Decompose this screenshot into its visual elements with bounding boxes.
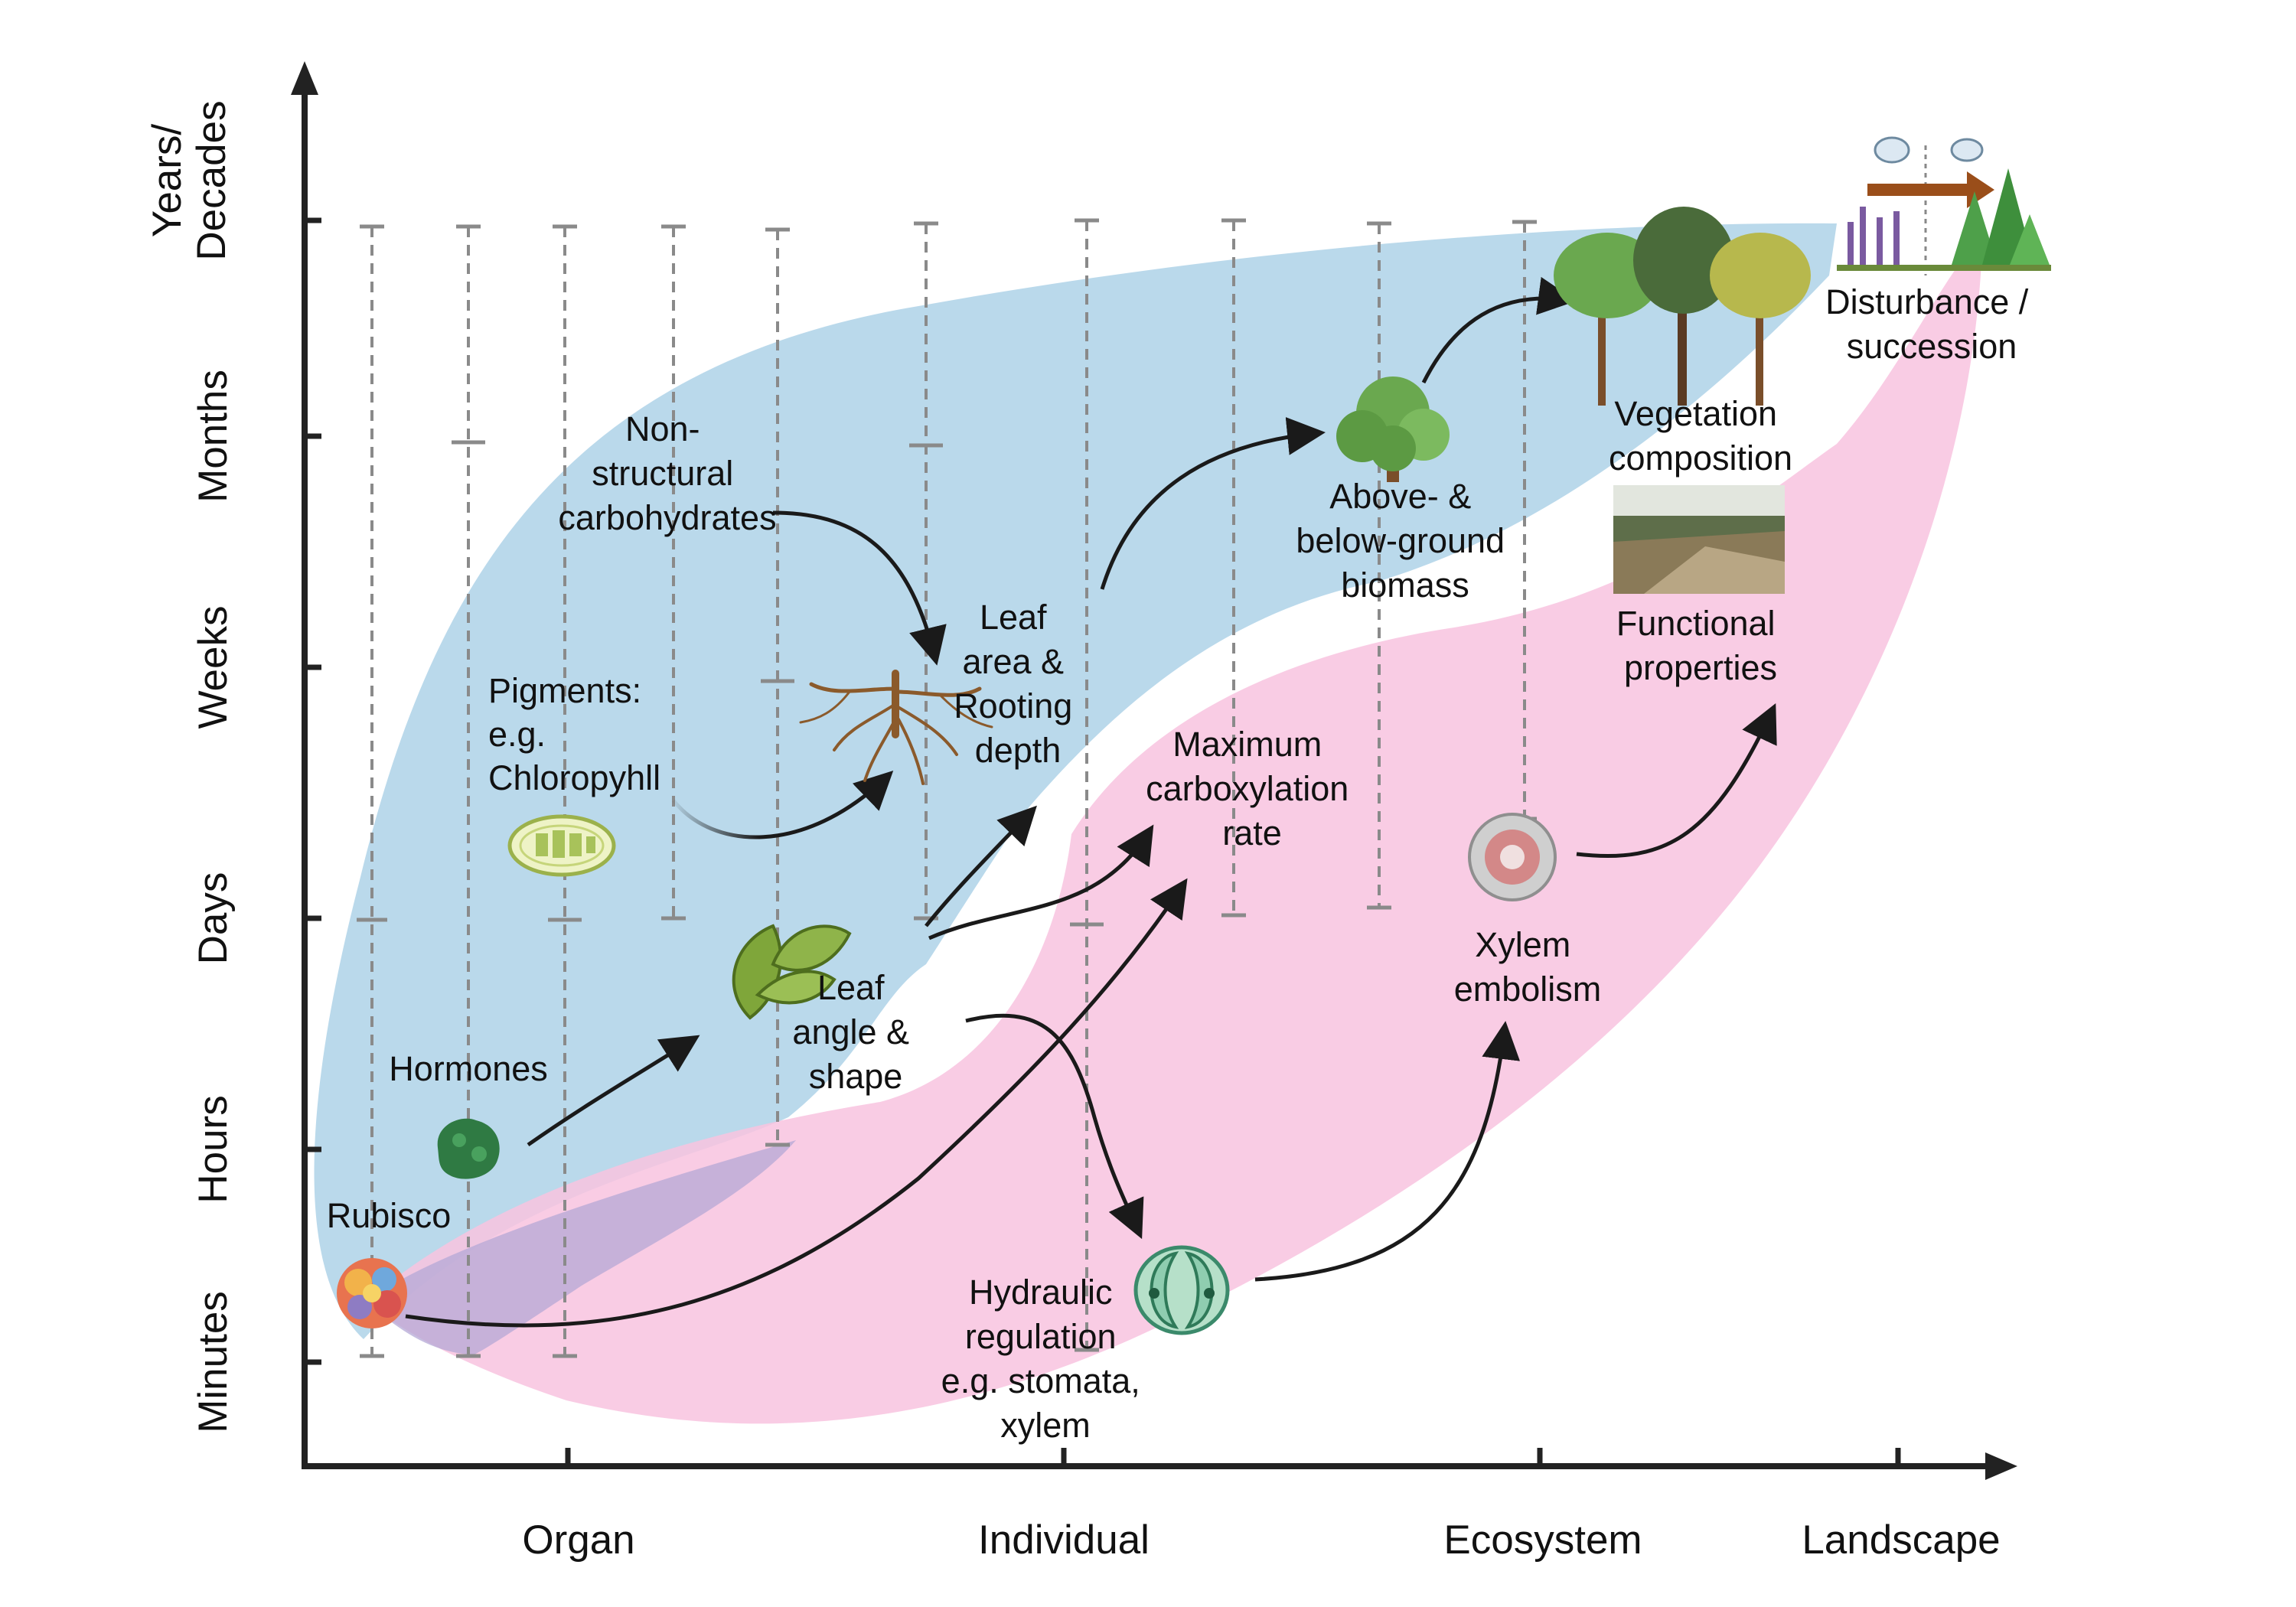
arrow-pigments-to-roots xyxy=(672,771,894,839)
label-disturbance: Disturbance / succession xyxy=(1825,282,2038,366)
label-leaf-angle: Leaf angle & shape xyxy=(792,968,918,1096)
hormone-molecule-icon xyxy=(437,1118,500,1179)
node-labels: Rubisco Hormones Pigments: e.g. Chloropy… xyxy=(327,282,2038,1445)
arrow-leafarea-to-biomass xyxy=(1100,417,1326,590)
y-label-minutes: Minutes xyxy=(191,1291,236,1433)
label-biomass: Above- & below-ground biomass xyxy=(1296,477,1514,605)
stomata-icon xyxy=(1133,1245,1230,1335)
cloud-icon xyxy=(1874,136,1984,164)
y-axis-arrowhead xyxy=(291,61,318,95)
tree-icon xyxy=(1336,376,1450,482)
axes xyxy=(302,84,1990,1469)
landscape-photo-icon xyxy=(1613,485,1785,594)
label-xylem: Xylem embolism xyxy=(1454,925,1602,1009)
x-axis-arrowhead xyxy=(1985,1452,2017,1480)
leaf-icon xyxy=(732,924,852,1020)
arrow-biomass-to-vegetation xyxy=(1421,276,1577,384)
y-ticks xyxy=(305,217,321,1365)
label-rubisco: Rubisco xyxy=(327,1196,452,1235)
arrow-nsc-to-roots xyxy=(772,510,947,666)
label-vegetation: Vegetation composition xyxy=(1609,394,1792,478)
y-label-days: Days xyxy=(191,872,236,965)
label-hormones: Hormones xyxy=(389,1049,548,1088)
label-functional: Functional properties xyxy=(1616,604,1785,687)
x-ticks xyxy=(565,1448,1901,1466)
arrow-hormones-to-leaf xyxy=(527,1035,700,1147)
succession-icon xyxy=(1837,136,2051,275)
x-label-ecosystem: Ecosystem xyxy=(1443,1517,1642,1563)
arrow-xylem-to-functional xyxy=(1576,702,1777,859)
y-axis-labels: Minutes Hours Days Weeks Months Years/De… xyxy=(145,100,236,1433)
y-label-hours: Hours xyxy=(191,1095,236,1203)
label-vcmax: Maximum carboxylation rate xyxy=(1146,725,1358,852)
x-label-landscape: Landscape xyxy=(1802,1517,2000,1563)
y-label-years-decades: Years/Decades xyxy=(145,100,234,260)
arrows xyxy=(405,276,1777,1328)
arrow-leafangle-to-leafarea xyxy=(925,805,1037,927)
label-nsc: Non- structural carbohydrates xyxy=(558,409,776,537)
forest-icon xyxy=(1554,207,1811,406)
rubisco-protein-icon xyxy=(337,1258,407,1328)
x-label-individual: Individual xyxy=(978,1517,1150,1563)
label-leaf-area: Leaf area & Rooting depth xyxy=(954,598,1082,770)
overlap-region xyxy=(367,1140,796,1354)
arrow-hydraulic-to-xylem xyxy=(1254,1021,1521,1282)
arrow-leafangle-to-hydraulic xyxy=(965,1013,1144,1240)
label-pigments: Pigments: e.g. Chloropyhll xyxy=(488,671,660,797)
label-hydraulic: Hydraulic regulation e.g. stomata, xylem xyxy=(941,1273,1150,1445)
pink-region xyxy=(367,245,1982,1424)
chloroplast-icon xyxy=(507,814,616,877)
arrow-rubisco-to-vcmax xyxy=(405,878,1188,1328)
root-system-icon xyxy=(799,670,993,785)
x-label-organ: Organ xyxy=(522,1517,634,1563)
arrow-leafangle-to-vcmax xyxy=(928,824,1154,940)
y-label-months: Months xyxy=(191,370,236,503)
y-label-weeks: Weeks xyxy=(191,605,236,729)
xylem-cross-section-icon xyxy=(1468,813,1557,901)
x-axis-labels: Organ Individual Ecosystem Landscape xyxy=(522,1517,2000,1563)
